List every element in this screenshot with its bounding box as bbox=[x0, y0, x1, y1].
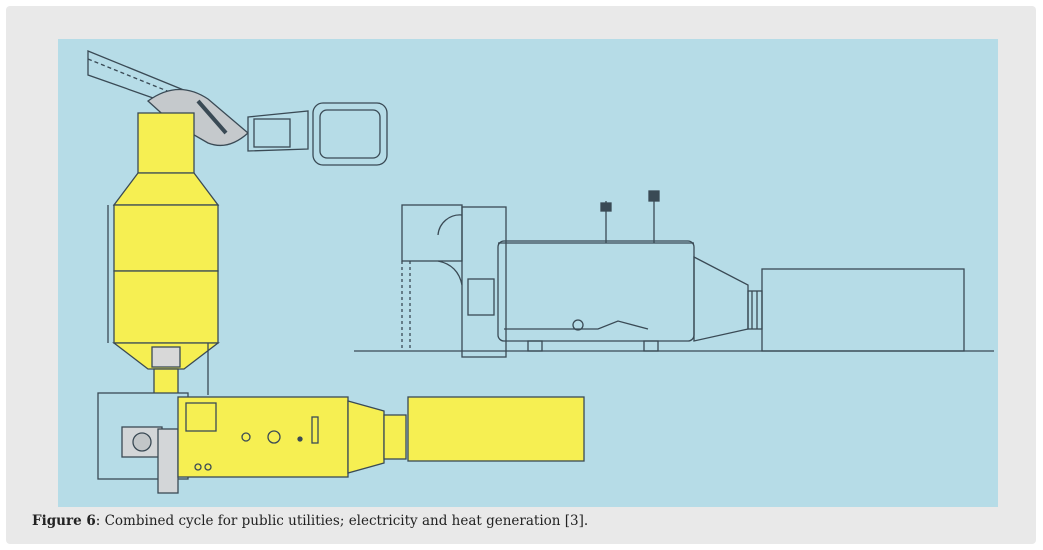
support-left bbox=[527, 340, 543, 352]
caption-text: : Combined cycle for public utilities; e… bbox=[95, 513, 589, 529]
safety-valve-2 bbox=[648, 190, 660, 202]
gas-turbine-elev bbox=[761, 268, 965, 352]
burner-assembly bbox=[461, 206, 507, 358]
burner-feed-pipe bbox=[437, 260, 463, 286]
diagram-image bbox=[58, 39, 998, 507]
burner-box bbox=[185, 402, 217, 432]
pump-impeller bbox=[132, 432, 152, 452]
stack-arc bbox=[437, 214, 463, 236]
coupling-plan bbox=[383, 414, 407, 460]
boiler-port-1 bbox=[241, 432, 251, 442]
tower-top bbox=[137, 112, 195, 174]
tower-module-lower bbox=[113, 270, 219, 344]
tower-module-upper bbox=[113, 204, 219, 272]
boiler-drain-2 bbox=[204, 463, 212, 471]
gas-turbine-plan bbox=[407, 396, 585, 462]
figure-panel bbox=[6, 6, 1036, 544]
pipe-column bbox=[157, 428, 179, 494]
boiler-port-3 bbox=[297, 436, 303, 442]
feed-valve bbox=[572, 319, 584, 331]
caption-label: Figure 6 bbox=[32, 513, 96, 529]
side-duct-panel bbox=[253, 118, 291, 148]
stack-silencer bbox=[312, 102, 388, 166]
side-duct bbox=[247, 110, 309, 152]
figure-caption: Figure 6: Combined cycle for public util… bbox=[32, 513, 588, 529]
combined-cycle-diagram bbox=[58, 39, 998, 507]
boiler-cone-plan bbox=[347, 400, 385, 474]
boiler-drain-1 bbox=[194, 463, 202, 471]
tower-outlet bbox=[151, 346, 181, 368]
support-right bbox=[643, 340, 659, 352]
plan-view bbox=[87, 50, 585, 494]
feed-piping bbox=[504, 320, 649, 330]
stack-silencer-inner bbox=[319, 109, 381, 159]
elbow-damper bbox=[196, 99, 228, 135]
safety-valve-1 bbox=[600, 202, 612, 212]
boiler-port-2 bbox=[267, 430, 281, 444]
boiler-fitting bbox=[311, 416, 319, 444]
elevation-view bbox=[354, 190, 994, 358]
burner-box-elev bbox=[467, 278, 495, 316]
